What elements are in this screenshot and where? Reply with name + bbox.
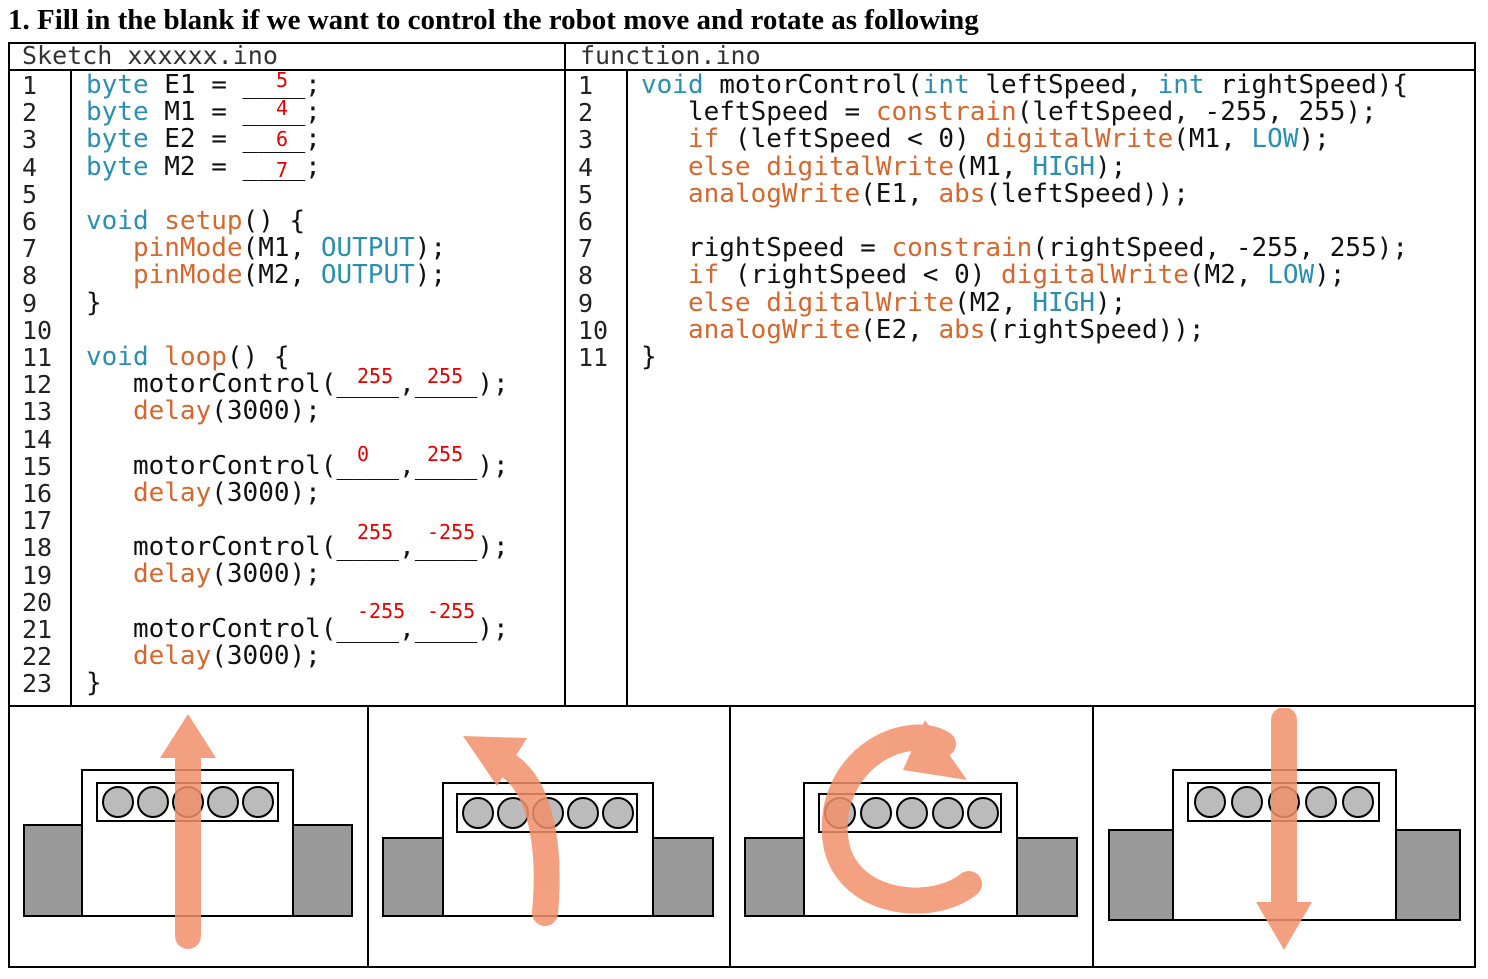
left-line-numbers: 1 2 3 4 5 6 7 8 9 10 11 12 13 14 15 16 1… — [22, 71, 53, 699]
code-figure-divider — [10, 705, 1476, 707]
robot-turn-left-figure — [382, 736, 714, 926]
sensor-2 — [137, 786, 169, 818]
code-line: motorControl(____,____); — [86, 613, 509, 644]
left-wheel — [382, 837, 444, 917]
code-line: analogWrite(E2, abs(rightSpeed)); — [687, 314, 1205, 345]
left-gutter-divider — [70, 69, 72, 707]
code-line: else digitalWrite(M1, HIGH); — [687, 151, 1127, 182]
code-line: void loop() { — [86, 341, 290, 372]
right-line-numbers: 1 2 3 4 5 6 7 8 9 10 11 — [578, 71, 609, 373]
code-line: byte M1 = ____; — [86, 97, 321, 128]
sensor-4 — [567, 797, 599, 829]
code-line: leftSpeed = constrain(leftSpeed, -255, 2… — [641, 97, 1377, 128]
code-line: rightSpeed = constrain(rightSpeed, -255,… — [641, 233, 1409, 264]
code-line: else digitalWrite(M2, HIGH); — [687, 287, 1127, 318]
answer-call2-left: 0 — [357, 442, 370, 466]
answer-e1: 5 — [276, 68, 289, 92]
header-divider — [10, 69, 1476, 71]
robot-panel-forward — [10, 708, 367, 966]
right-code-block: void motorControl(int leftSpeed, int rig… — [641, 70, 1409, 372]
code-line: if (rightSpeed < 0) digitalWrite(M2, LOW… — [687, 260, 1346, 291]
sensor-1 — [462, 797, 494, 829]
answer-call3-right: -255 — [427, 520, 476, 544]
code-line: } — [641, 341, 657, 372]
code-line: void setup() { — [86, 205, 306, 236]
answer-call1-left: 255 — [357, 364, 394, 388]
sensor-5 — [242, 786, 274, 818]
answer-call4-left: -255 — [357, 599, 406, 623]
code-line: } — [86, 287, 102, 318]
code-line: void motorControl(int leftSpeed, int rig… — [641, 70, 1409, 100]
code-line: byte E2 = ____; — [86, 124, 321, 155]
answer-m2: 7 — [276, 158, 289, 182]
left-wheel — [23, 824, 83, 917]
left-wheel — [1108, 829, 1174, 921]
code-line: if (leftSpeed < 0) digitalWrite(M1, LOW)… — [687, 124, 1330, 155]
sensor-5 — [967, 797, 999, 829]
sensor-4 — [1305, 786, 1337, 818]
answer-call2-right: 255 — [427, 442, 464, 466]
right-filename: function.ino — [580, 41, 761, 70]
left-filename: Sketch_xxxxxx.ino — [22, 41, 278, 70]
panel-divider-3 — [1092, 705, 1094, 968]
robot-panel-backward — [1094, 708, 1474, 966]
code-line: } — [86, 668, 102, 699]
robot-backward-figure — [1108, 708, 1461, 950]
right-wheel — [292, 824, 353, 917]
question-title: 1. Fill in the blank if we want to contr… — [8, 4, 979, 36]
code-line — [641, 208, 1408, 235]
straight-up-arrow-icon — [160, 714, 216, 949]
straight-down-arrow-icon — [1256, 708, 1312, 950]
robot-rotate-figure — [744, 720, 1078, 917]
answer-e2: 6 — [276, 127, 289, 151]
panel-divider-1 — [367, 705, 369, 968]
left-code-block: byte E1 = ____;byte M1 = ____;byte E2 = … — [86, 70, 509, 699]
answer-call3-left: 255 — [357, 520, 394, 544]
right-wheel — [1395, 829, 1461, 921]
code-line: pinMode(M1, OUTPUT); — [132, 233, 447, 264]
sensor-3 — [896, 797, 928, 829]
code-line: motorControl(____,____); — [86, 450, 509, 481]
code-line: byte M2 = ____; — [86, 151, 321, 182]
answer-call1-right: 255 — [427, 364, 464, 388]
code-line: motorControl(____,____); — [86, 369, 509, 400]
robot-forward-figure — [23, 714, 353, 949]
left-wheel — [744, 837, 805, 917]
code-line: delay(3000); — [132, 477, 321, 508]
sensor-2 — [1231, 786, 1263, 818]
sensor-5 — [1342, 786, 1374, 818]
panel-divider-2 — [729, 705, 731, 968]
right-gutter-divider — [626, 69, 628, 707]
code-line: delay(3000); — [132, 396, 321, 427]
code-line: byte E1 = ____; — [86, 70, 321, 100]
sensor-2 — [860, 797, 892, 829]
code-line: delay(3000); — [132, 559, 321, 590]
code-line: analogWrite(E1, abs(leftSpeed)); — [687, 178, 1189, 209]
exercise-frame — [8, 42, 1476, 968]
right-wheel — [652, 837, 714, 917]
answer-m1: 4 — [276, 96, 289, 120]
sensor-1 — [102, 786, 134, 818]
sensor-4 — [932, 797, 964, 829]
curved-left-arrow-icon — [463, 736, 560, 926]
right-wheel — [1016, 837, 1078, 917]
code-line: delay(3000); — [132, 640, 321, 671]
sensor-5 — [602, 797, 634, 829]
code-line — [86, 181, 509, 208]
code-line: pinMode(M2, OUTPUT); — [132, 260, 447, 291]
pane-divider — [564, 42, 566, 707]
sensor-1 — [1194, 786, 1226, 818]
code-line: motorControl(____,____); — [86, 532, 509, 563]
code-line — [86, 317, 509, 344]
robot-panel-turn-left — [369, 708, 729, 966]
circular-clockwise-arrow-icon — [821, 720, 982, 914]
robot-panel-rotate — [731, 708, 1092, 966]
answer-call4-right: -255 — [427, 599, 476, 623]
sensor-4 — [207, 786, 239, 818]
